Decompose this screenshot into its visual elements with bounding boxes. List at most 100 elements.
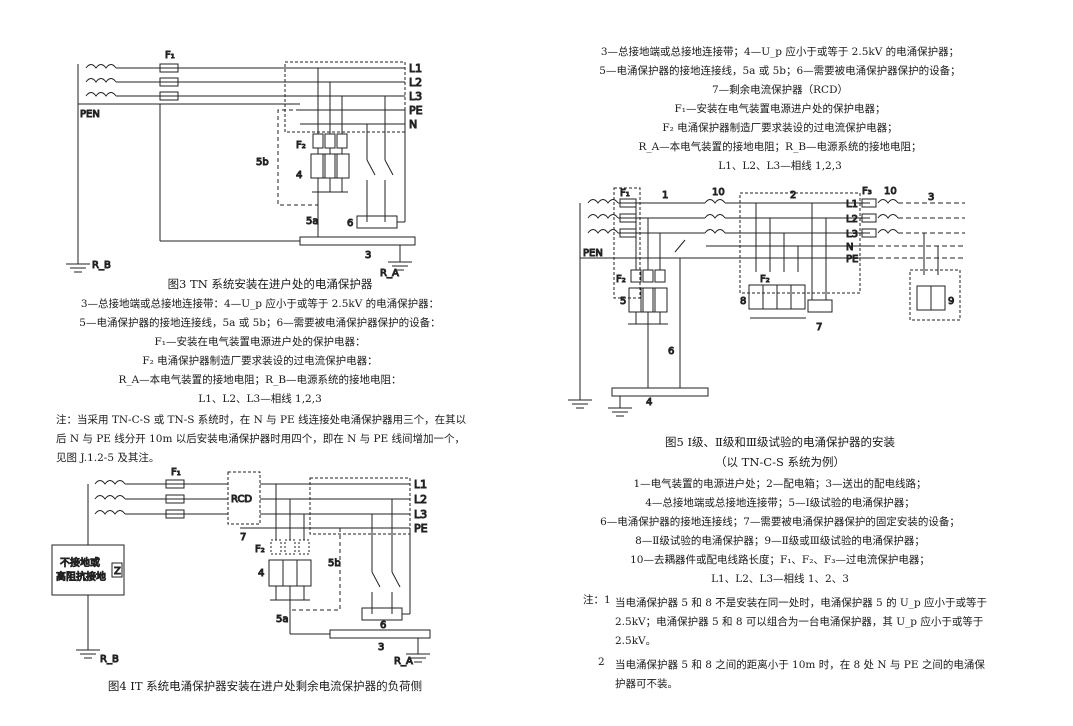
earth-symbol-ra-fig3 <box>388 261 412 271</box>
spd-9-b <box>930 285 946 311</box>
fig5-remark-1-label: 注：1 <box>583 594 611 606</box>
fuse-f1-fig3-a <box>159 63 179 73</box>
busbar-box-fig4 <box>309 477 411 535</box>
figure-3-caption: 图3 TN 系统安装在进户处的电涌保护器 <box>167 277 373 291</box>
spd-fig4-c <box>296 559 312 587</box>
fig3-note-2: 5—电涌保护器的接地连接线，5a 或 5b；6—需要被电涌保护器保护的设备： <box>79 317 441 329</box>
top-note-1: 3—总接地端或总接地连接带；4—U_p 应小于或等于 2.5kV 的电涌保护器； <box>600 46 960 58</box>
rcd-box-fig4 <box>227 471 261 525</box>
fig5-note-4: 8—Ⅱ级试验的电涌保护器；9—Ⅱ级或Ⅲ级试验的电涌保护器； <box>635 535 925 547</box>
fig5-note-5: 10—去耦器件或配电线路长度；F₁、F₂、F₃—过电流保护电器； <box>630 554 930 566</box>
label-ungrounded-1: 不接地或 <box>60 556 100 569</box>
label-7-fig5: 7 <box>816 322 822 333</box>
fuse-f1-fig3-c <box>159 91 179 101</box>
label-f2-fig4: F₂ <box>255 544 265 555</box>
label-f3-fig5: F₃ <box>862 186 872 197</box>
label-ungrounded-2: 高阻抗接地 <box>56 570 106 583</box>
earth-bar-fig3 <box>299 236 416 246</box>
label-5-fig5: 5 <box>620 296 626 307</box>
label-f2b-fig5: F₂ <box>760 274 770 285</box>
fig5-note-6: L1、L2、L3—相线 1、2、3 <box>711 573 849 585</box>
figure-5-caption: 图5 Ⅰ级、Ⅱ级和Ⅲ级试验的电涌保护器的安装 <box>665 435 895 449</box>
figure-4-caption: 图4 IT 系统电涌保护器安装在进户处剩余电流保护器的负荷侧 <box>107 679 423 693</box>
label-5a-fig3: 5a <box>306 216 319 227</box>
label-3-fig4: 3 <box>378 642 384 653</box>
busbar-box-fig3 <box>284 61 406 133</box>
label-ra-fig4: R_A <box>394 656 413 667</box>
fig3-remark: 注：当采用 TN-C-S 或 TN-S 系统时，在 N 与 PE 线连接处电涌保… <box>56 414 467 464</box>
label-10b-fig5: 10 <box>884 186 897 197</box>
label-l2-fig3: L2 <box>409 76 422 89</box>
label-l3-fig5: L3 <box>846 229 858 240</box>
entrance-box-fig5 <box>613 187 641 299</box>
label-pe-fig5: PE <box>846 254 858 265</box>
figure-4-diagram: F₁ L1 L2 L3 PE RCD 7 不接地或 高阻抗接地 Z F₂ 4 5… <box>51 467 431 668</box>
label-2-fig5: 2 <box>790 190 796 201</box>
label-3-fig5: 3 <box>928 192 934 203</box>
spd-8-b <box>762 284 778 310</box>
label-pen-fig5: PEN <box>583 248 603 259</box>
label-pe-fig4: PE <box>414 522 428 535</box>
label-10a-fig5: 10 <box>712 187 725 198</box>
fig5-remark-1: 当电涌保护器 5 和 8 不是安装在同一处时，电涌保护器 5 的 U_p 应小于… <box>615 597 988 647</box>
label-4-fig4: 4 <box>258 568 264 579</box>
fuse-f1-fig4-c <box>165 509 185 519</box>
label-5b-fig3: 5b <box>256 157 269 168</box>
fig3-note-6: L1、L2、L3—相线 1,2,3 <box>198 393 322 405</box>
fuse-f1-fig3-b <box>159 77 179 87</box>
spd-fig4-a <box>268 559 284 587</box>
fig5-note-3: 6—电涌保护器的接地连接线；7—需要被电涌保护器保护的固定安装的设备； <box>600 516 960 528</box>
label-ra-fig3: R_A <box>380 268 399 279</box>
label-l2-fig5: L2 <box>846 214 858 225</box>
label-n-fig5: N <box>846 242 853 253</box>
label-z-fig4: Z <box>114 566 121 577</box>
label-rcd-fig4: RCD <box>231 494 252 505</box>
equipment-7 <box>807 299 833 313</box>
equipment-fig4 <box>361 607 403 621</box>
fig5-remark-2: 当电涌保护器 5 和 8 之间的距离小于 10m 时，在 8 处 N 与 PE … <box>615 659 985 690</box>
spd-fig4-b <box>282 559 298 587</box>
label-l3-fig4: L3 <box>414 508 427 521</box>
top-note-4: F₁—安装在电气装置电源进户处的保护电器； <box>674 103 886 115</box>
label-6-fig5: 6 <box>668 346 674 357</box>
transformer-coils-fig3 <box>77 64 117 264</box>
top-note-2: 5—电涌保护器的接地连接线，5a 或 5b；6—需要被电涌保护器保护的设备； <box>599 65 961 77</box>
label-rb-fig3: R_B <box>92 260 111 271</box>
spd-8-c <box>776 284 792 310</box>
label-l2-fig4: L2 <box>414 493 427 506</box>
fuse-f1-fig4-a <box>165 479 185 489</box>
label-pe-fig3: PE <box>409 104 423 117</box>
fig5-remark-2-label: 2 <box>598 656 605 668</box>
label-rb-fig4: R_B <box>100 654 119 665</box>
label-6-fig3: 6 <box>347 218 353 229</box>
fig3-note-4: F₂ 电涌保护器制造厂要求装设的过电流保护电器： <box>142 355 378 367</box>
label-l1-fig5: L1 <box>846 199 858 210</box>
top-note-5: F₂ 电涌保护器制造厂要求装设的过电流保护电器； <box>662 122 898 134</box>
figure-5-subcaption: （以 TN-C-S 系统为例） <box>715 455 845 469</box>
label-n-fig3: N <box>409 118 417 131</box>
label-1-fig5: 1 <box>662 190 668 201</box>
label-pen-fig3: PEN <box>80 109 100 120</box>
fig3-note-3: F₁—安装在电气装置电源进户处的保护电器： <box>154 336 366 348</box>
spd-9-a <box>916 285 932 311</box>
label-5a-fig4: 5a <box>276 614 289 625</box>
label-f1-fig4: F₁ <box>171 467 181 478</box>
distribution-box-fig5 <box>739 192 861 294</box>
label-5b-fig4: 5b <box>328 558 341 569</box>
label-7-fig4: 7 <box>240 532 246 543</box>
label-8-fig5: 8 <box>740 296 746 307</box>
label-9-fig5: 9 <box>948 296 954 307</box>
label-l1-fig4: L1 <box>414 478 427 491</box>
label-6-fig4: 6 <box>380 620 386 631</box>
top-note-3: 7—剩余电流保护器（RCD） <box>711 84 849 96</box>
fig5-note-1: 1—电气装置的电源进户处；2—配电箱；3—送出的配电线路； <box>633 478 927 490</box>
top-note-7: L1、L2、L3—相线 1,2,3 <box>718 160 842 172</box>
label-3-fig3: 3 <box>365 250 371 261</box>
earth-bar-4 <box>611 387 709 397</box>
figure-5-diagram: F₁ 1 10 2 F₃ 10 3 L1 L2 L3 N PE PEN F₂ F… <box>568 186 965 417</box>
fig3-note-1: 3—总接地端或总接地连接带：4—U_p 应小于或等于 2.5kV 的电涌保护器： <box>80 298 440 310</box>
spd-8-a <box>748 284 764 310</box>
label-l1-fig3: L1 <box>409 62 422 75</box>
spd-8-d <box>790 284 806 310</box>
